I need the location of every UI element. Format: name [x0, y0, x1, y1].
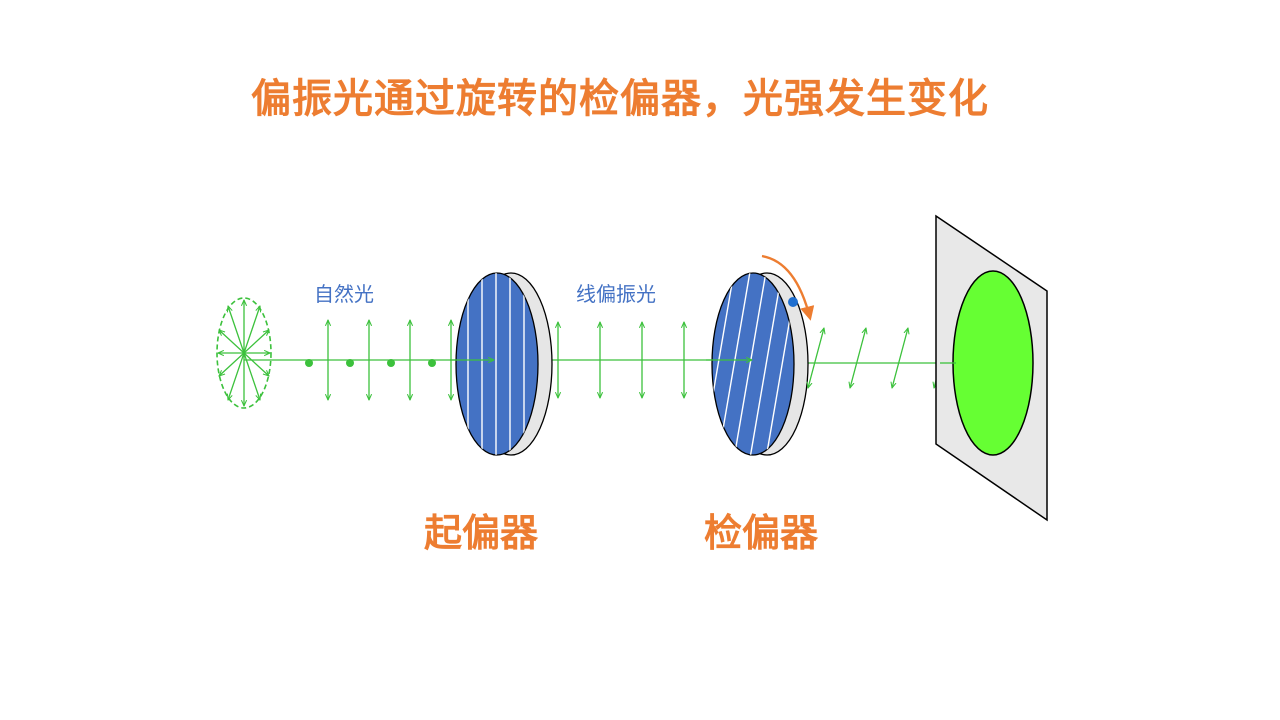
curved-arrow-icon: [761, 254, 815, 321]
natural-light-source: [216, 297, 272, 409]
natural-light-label: 自然光: [314, 282, 374, 306]
page-title: 偏振光通过旋转的检偏器，光强发生变化: [251, 76, 989, 122]
analyzed-light-vibrations: [808, 328, 950, 388]
projection-screen: [935, 214, 1048, 522]
dot-marker-icon: [788, 297, 798, 307]
polarizer-disk: [450, 272, 553, 456]
light-spot: [952, 270, 1034, 456]
polarizer-label: 起偏器: [424, 511, 539, 555]
analyzer-disk: [706, 272, 809, 456]
linear-polarized-light-label: 线偏振光: [576, 282, 656, 306]
analyzer-label: 检偏器: [704, 511, 819, 555]
